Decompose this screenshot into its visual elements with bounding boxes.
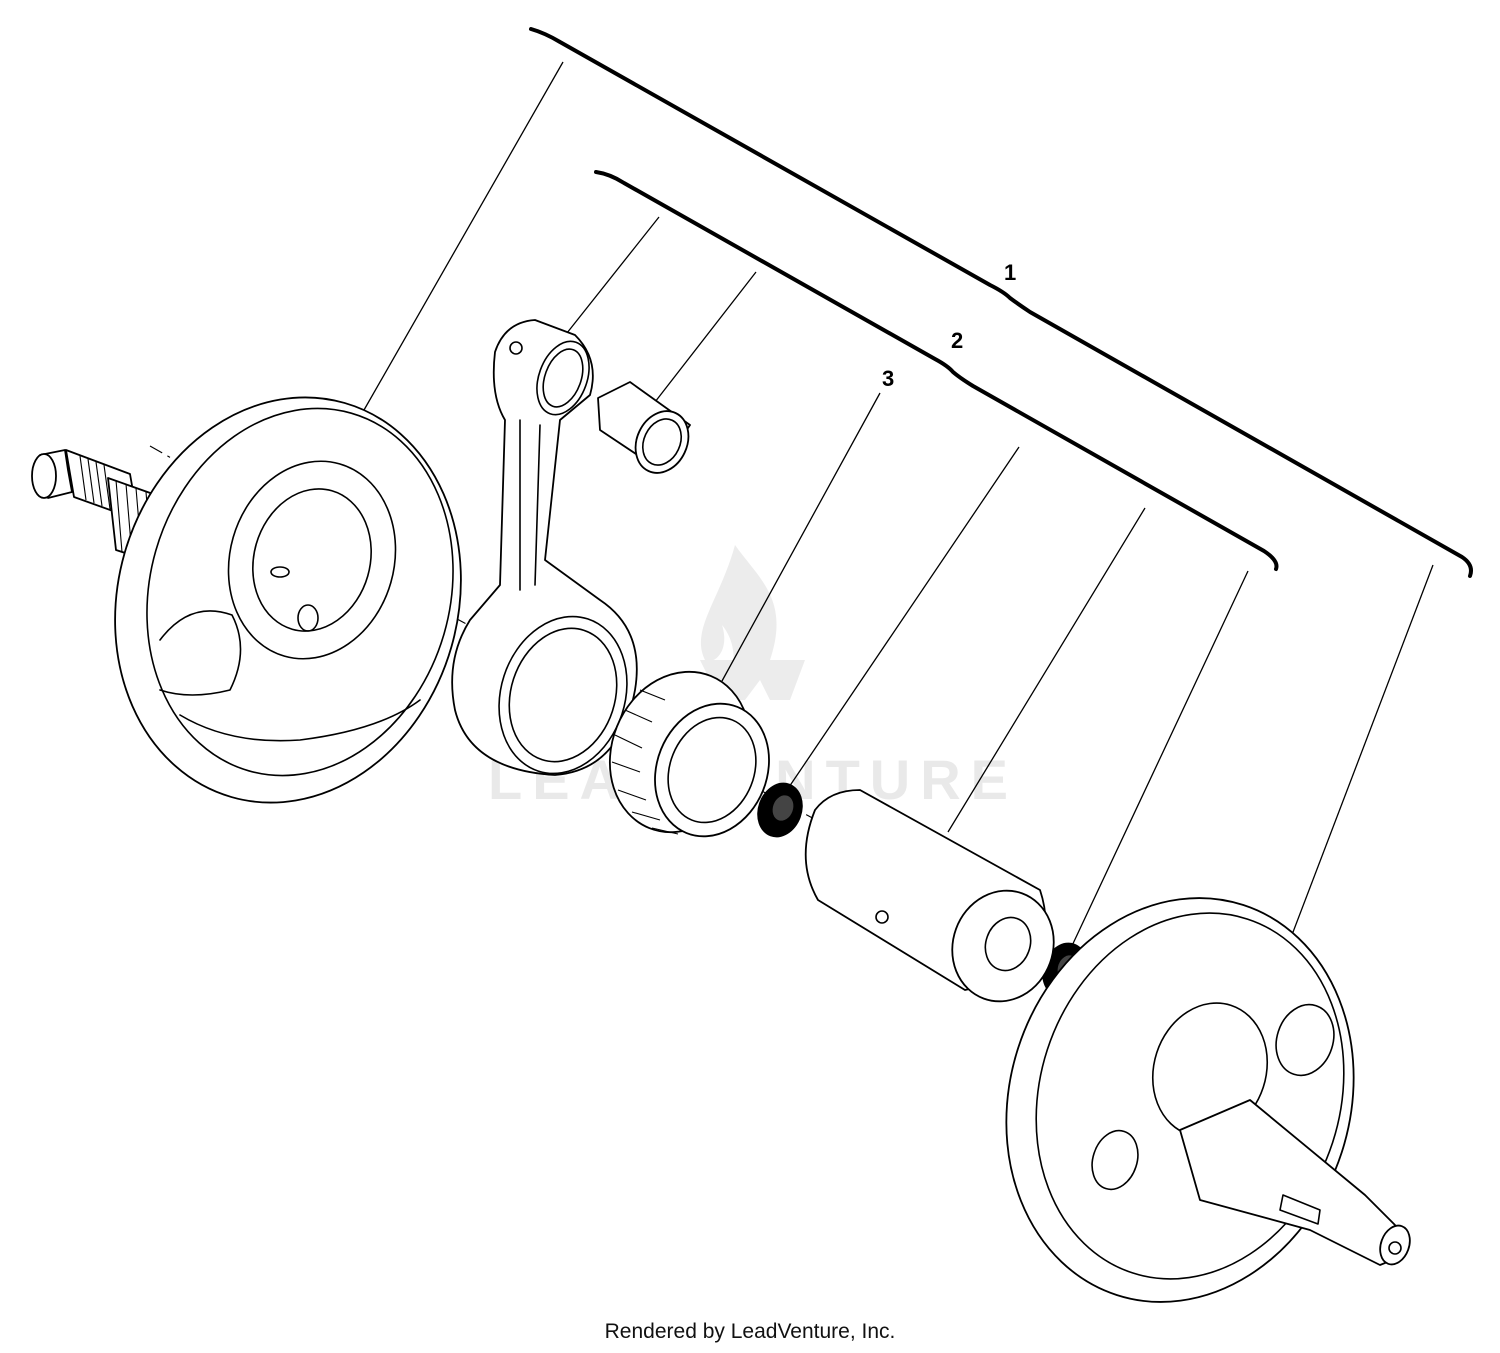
leader-ref-3 [721, 392, 881, 682]
crank-pin [804, 789, 1055, 1003]
leader-washer-left [786, 446, 1020, 791]
leader-bushing [654, 271, 757, 403]
thrust-washer-left [757, 782, 803, 838]
left-flywheel [31, 396, 462, 804]
flame-logo-icon [700, 545, 805, 700]
leader-right-flywheel [1289, 564, 1434, 941]
right-flywheel [1005, 897, 1411, 1303]
brace-ref-2 [594, 170, 1279, 571]
leader-left-flywheel [363, 61, 564, 411]
footer-credit: Rendered by LeadVenture, Inc. [604, 1320, 896, 1343]
small-end-bushing [597, 381, 691, 474]
roller-bearing [608, 670, 770, 838]
callout-ref-2: 2 [951, 328, 964, 353]
brace-ref-1 [529, 27, 1473, 578]
callout-ref-1: 1 [1004, 260, 1017, 285]
leader-washer-right [1069, 570, 1249, 951]
leader-small-end [562, 216, 660, 339]
connecting-rod [451, 319, 638, 776]
leader-crankpin [947, 507, 1146, 833]
leader-lines [363, 61, 1434, 951]
callout-ref-3: 3 [882, 366, 895, 391]
